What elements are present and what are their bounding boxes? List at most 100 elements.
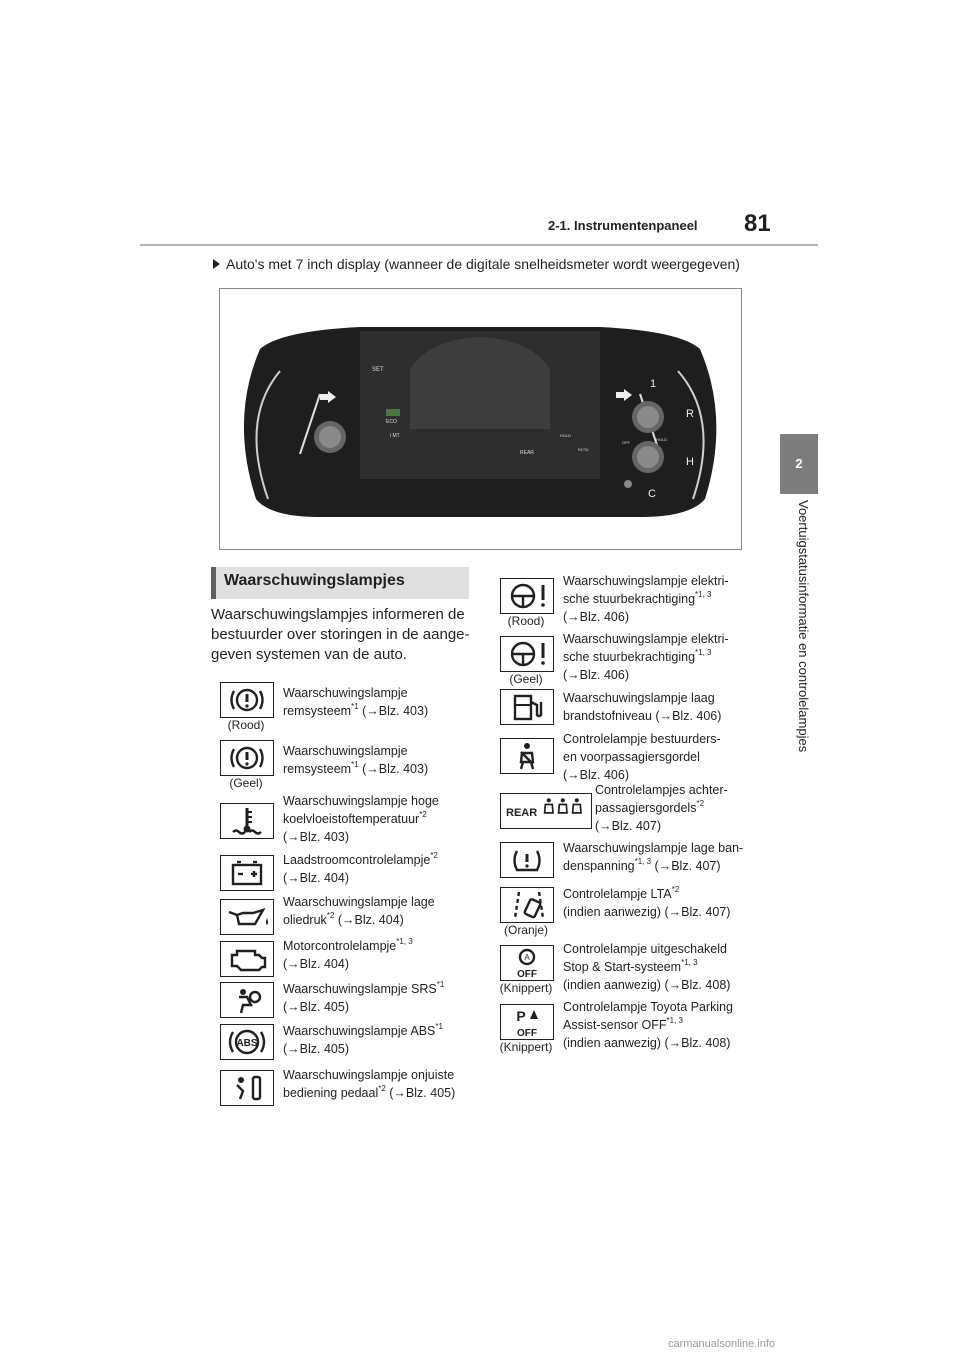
page-ref: (→Blz. 405) <box>385 1086 456 1100</box>
entry-line: Laadstroomcontrolelampje <box>283 853 431 867</box>
lta-icon <box>500 887 554 923</box>
entry-line: bediening pedaal <box>283 1086 379 1100</box>
icon-caption: (Knippert) <box>499 1040 553 1054</box>
intro-line: Auto's met 7 inch display (wanneer de di… <box>213 256 740 272</box>
icon-caption: (Geel) <box>509 672 543 686</box>
footnote-ref: *1, 3 <box>396 937 413 946</box>
entry-line: Waarschuwingslampje ABS <box>283 1024 436 1038</box>
page-ref: (indien aanwezig) (→Blz. 408) <box>563 1036 731 1050</box>
entry-line: remsysteem <box>283 704 352 718</box>
svg-text:OFF: OFF <box>517 969 537 980</box>
tach-label-h: H <box>686 456 694 468</box>
entry-text: Motorcontrolelampje*1, 3 (→Blz. 404) <box>283 937 413 973</box>
entry-line: Controlelampje Toyota Parking <box>563 1000 734 1014</box>
entry-text: Controlelampje LTA*2 (indien aanwezig) (→… <box>563 885 730 921</box>
footnote-ref: *1 <box>436 980 445 989</box>
page-ref: (→Blz. 404) <box>283 871 349 885</box>
page-ref: (indien aanwezig) (→Blz. 407) <box>563 905 731 919</box>
section-header: Waarschuwingslampjes <box>211 567 469 599</box>
tach-label-r: R <box>686 408 694 420</box>
coolant-temp-icon <box>220 803 274 839</box>
intro-text: Auto's met 7 inch display (wanneer de di… <box>226 256 740 272</box>
stop-start-off-icon: A OFF <box>500 945 554 981</box>
chapter-title: Voertuigstatusinformatie en controlelamp… <box>796 500 811 753</box>
engine-icon <box>220 941 274 977</box>
entry-line: remsysteem <box>283 762 352 776</box>
entry-line: Waarschuwingslampje lage <box>283 895 435 909</box>
entry-text: Laadstroomcontrolelampje*2 (→Blz. 404) <box>283 851 438 887</box>
screen-off: OFF <box>622 440 631 445</box>
page-ref: (→Blz. 404) <box>283 957 349 971</box>
entry-text: Waarschuwingslampje hoge koelvloeistoftem… <box>283 792 439 846</box>
footnote-ref: *2 <box>419 810 427 819</box>
svg-text:A: A <box>524 953 530 962</box>
footnote-ref: *1 <box>351 702 359 711</box>
footnote-ref: *2 <box>696 799 705 808</box>
svg-text:REAR: REAR <box>506 807 537 819</box>
screen-eco: ECO <box>386 419 397 425</box>
screen-rear: REAR <box>520 450 534 456</box>
watermark: carmanualsonline.info <box>668 1338 776 1350</box>
page-ref: (→Blz. 404) <box>334 913 404 927</box>
pedal-misoperation-icon <box>220 1070 274 1106</box>
icon-caption: (Rood) <box>507 614 545 628</box>
entry-line: Waarschuwingslampje elektri- <box>563 574 729 588</box>
svg-text:P: P <box>516 1008 525 1024</box>
entry-line: sche stuurbekrachtiging <box>563 592 696 606</box>
entry-line: Waarschuwingslampje hoge <box>283 794 439 808</box>
abs-icon: ABS <box>220 1024 274 1060</box>
entry-text: Waarschuwingslampje elektri-sche stuurbe… <box>563 572 729 626</box>
cluster-drawing: 1 R H C SET ECO i MT REAR HOLD RCTA HOLD… <box>243 327 717 517</box>
page-ref: (→Blz. 407) <box>595 819 661 833</box>
entry-text: Controlelampje bestuurders-en voorpassag… <box>563 730 721 784</box>
footnote-ref: *1, 3 <box>695 590 712 599</box>
section-heading: 2-1. Instrumentenpaneel <box>548 218 698 233</box>
entry-line: Motorcontrolelampje <box>283 939 397 953</box>
page-ref: (→Blz. 407) <box>651 859 721 873</box>
rear-seatbelt-icon: REAR <box>500 793 592 829</box>
screen-hold: HOLD <box>560 433 571 438</box>
brake-icon <box>220 682 274 718</box>
entry-line: Waarschuwingslampje elektri- <box>563 632 729 646</box>
page-ref: (→Blz. 403) <box>358 762 429 776</box>
entry-text: Waarschuwingslampje elektri-sche stuurbe… <box>563 630 729 684</box>
brake-icon <box>220 740 274 776</box>
page-ref: (→Blz. 403) <box>283 830 349 844</box>
page-ref: (indien aanwezig) (→Blz. 408) <box>563 978 731 992</box>
footnote-ref: *1 <box>435 1022 443 1031</box>
icon-caption: (Oranje) <box>503 923 548 937</box>
eps-icon <box>500 636 554 672</box>
footnote-ref: *2 <box>671 885 680 894</box>
entry-line: Waarschuwingslampje SRS <box>283 982 437 996</box>
section-title: Waarschuwingslampjes <box>224 572 405 589</box>
page-ref: (→Blz. 406) <box>563 668 629 682</box>
chapter-tab[interactable]: 2 <box>780 434 818 494</box>
entry-text: Controlelampjes achter-passagiersgordels… <box>595 781 728 835</box>
entry-line: Waarschuwingslampje laag <box>563 691 715 705</box>
entry-line: Assist-sensor OFF <box>563 1018 667 1032</box>
footnote-ref: *2 <box>378 1084 386 1093</box>
entry-line: Waarschuwingslampje onjuiste <box>283 1068 455 1082</box>
page-ref: (→Blz. 405) <box>283 1042 349 1056</box>
icon-caption: (Knippert) <box>499 981 553 995</box>
entry-line: en voorpassagiersgordel <box>563 750 700 764</box>
screen-set: SET <box>372 367 384 373</box>
entry-line: oliedruk <box>283 913 327 927</box>
entry-line: Controlelampje uitgeschakeld <box>563 942 727 956</box>
entry-line: Controlelampje bestuurders- <box>563 732 721 746</box>
footnote-ref: *1, 3 <box>666 1016 683 1025</box>
footnote-ref: *2 <box>430 851 438 860</box>
entry-line: koelvloeistoftemperatuur <box>283 812 420 826</box>
entry-line: Controlelampje LTA <box>563 887 672 901</box>
footnote-ref: *1, 3 <box>634 857 652 866</box>
header-rule <box>140 244 818 246</box>
entry-line: passagiersgordels <box>595 801 697 815</box>
entry-line: (→Blz. 406) <box>563 768 629 782</box>
page-ref: (→Blz. 403) <box>358 704 429 718</box>
